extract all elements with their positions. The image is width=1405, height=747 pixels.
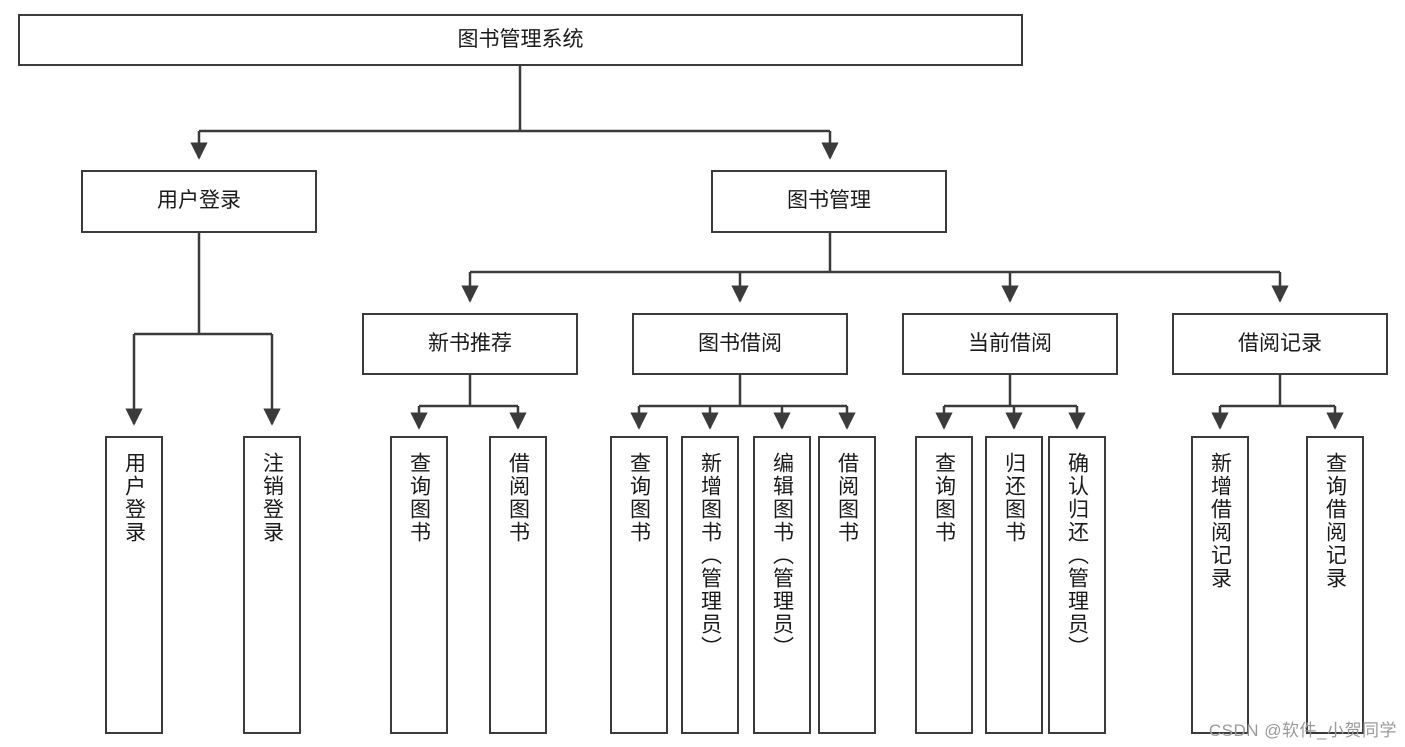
node-current-borrow[interactable]: 当前借阅 xyxy=(902,313,1118,375)
node-book-management[interactable]: 图书管理 xyxy=(711,170,947,233)
leaf-confirm-return-admin-label: 确认归还（管理员） xyxy=(1065,452,1089,659)
leaf-query-book-b[interactable]: 查询图书 xyxy=(610,436,668,734)
leaf-query-book-b-label: 查询图书 xyxy=(627,452,651,544)
leaf-user-login[interactable]: 用户登录 xyxy=(105,436,163,734)
node-root[interactable]: 图书管理系统 xyxy=(18,14,1023,66)
leaf-query-book-a[interactable]: 查询图书 xyxy=(390,436,448,734)
leaf-return-book-label: 归还图书 xyxy=(1002,452,1026,544)
node-new-book-recommend-label: 新书推荐 xyxy=(428,331,512,355)
leaf-borrow-book-a[interactable]: 借阅图书 xyxy=(489,436,547,734)
leaf-query-book-c[interactable]: 查询图书 xyxy=(915,436,973,734)
leaf-add-book-admin[interactable]: 新增图书（管理员） xyxy=(681,436,739,734)
leaf-edit-book-admin-label: 编辑图书（管理员） xyxy=(770,452,794,659)
leaf-logout[interactable]: 注销登录 xyxy=(243,436,301,734)
leaf-edit-book-admin[interactable]: 编辑图书（管理员） xyxy=(753,436,811,734)
leaf-add-book-admin-label: 新增图书（管理员） xyxy=(698,452,722,659)
leaf-borrow-book-b-label: 借阅图书 xyxy=(835,452,859,544)
node-borrow-records[interactable]: 借阅记录 xyxy=(1172,313,1388,375)
leaf-query-book-a-label: 查询图书 xyxy=(407,452,431,544)
leaf-query-borrow-record[interactable]: 查询借阅记录 xyxy=(1306,436,1364,734)
leaf-user-login-label: 用户登录 xyxy=(122,452,146,544)
leaf-add-borrow-record-label: 新增借阅记录 xyxy=(1208,452,1232,590)
node-current-borrow-label: 当前借阅 xyxy=(968,331,1052,355)
leaf-add-borrow-record[interactable]: 新增借阅记录 xyxy=(1191,436,1249,734)
node-book-borrow-label: 图书借阅 xyxy=(698,331,782,355)
leaf-borrow-book-a-label: 借阅图书 xyxy=(506,452,530,544)
node-user-login-label: 用户登录 xyxy=(157,189,241,213)
leaf-return-book[interactable]: 归还图书 xyxy=(985,436,1043,734)
node-book-borrow[interactable]: 图书借阅 xyxy=(632,313,848,375)
leaf-borrow-book-b[interactable]: 借阅图书 xyxy=(818,436,876,734)
leaf-query-borrow-record-label: 查询借阅记录 xyxy=(1323,452,1347,590)
node-borrow-records-label: 借阅记录 xyxy=(1238,331,1322,355)
node-root-label: 图书管理系统 xyxy=(457,27,584,51)
node-book-management-label: 图书管理 xyxy=(787,189,871,213)
leaf-confirm-return-admin[interactable]: 确认归还（管理员） xyxy=(1048,436,1106,734)
leaf-query-book-c-label: 查询图书 xyxy=(932,452,956,544)
node-user-login[interactable]: 用户登录 xyxy=(81,170,317,233)
node-new-book-recommend[interactable]: 新书推荐 xyxy=(362,313,578,375)
leaf-logout-label: 注销登录 xyxy=(260,452,284,544)
